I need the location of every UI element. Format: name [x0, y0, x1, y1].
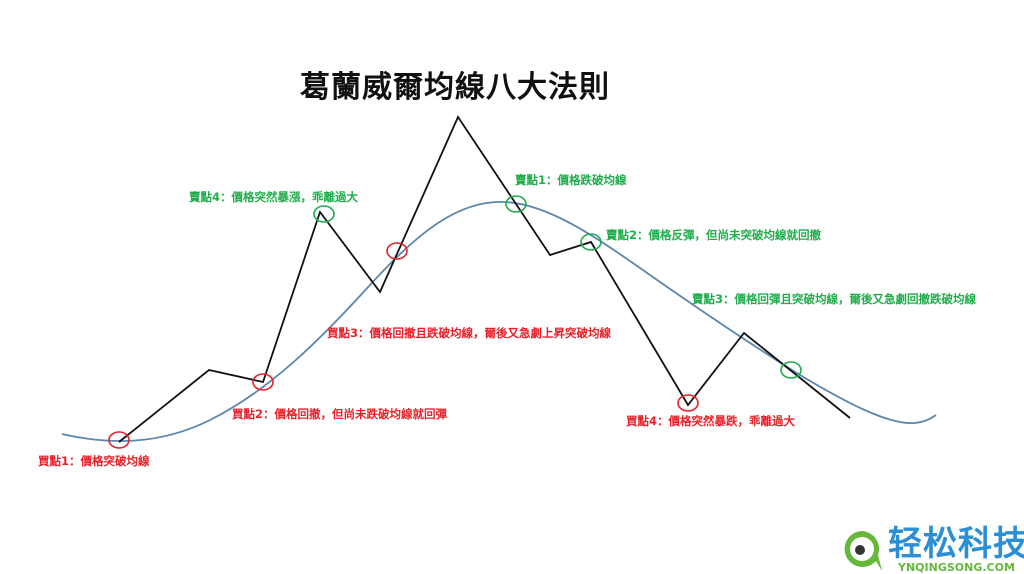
buy-point-2-marker — [252, 373, 274, 391]
buy-point-3-label: 買點3：價格回撤且跌破均線，爾後又急劇上昇突破均線 — [327, 326, 611, 340]
eye-logo-icon — [844, 531, 882, 571]
moving-average-curve — [61, 201, 937, 442]
logo-domain: YNQINGSONG.COM — [898, 561, 1015, 574]
buy-point-4-label: 買點4：價格突然暴跌，乖離過大 — [626, 414, 795, 428]
buy-point-1-marker — [108, 431, 130, 449]
sell-point-2-marker — [580, 233, 602, 251]
buy-point-2-label: 買點2：價格回撤，但尚未跌破均線就回彈 — [232, 407, 447, 421]
buy-point-1-label: 買點1：價格突破均線 — [38, 454, 150, 468]
watermark-logo: 轻松科技 YNQINGSONG.COM — [838, 525, 1024, 574]
sell-point-1-marker — [505, 195, 527, 213]
page-title: 葛蘭威爾均線八大法則 — [300, 70, 610, 105]
sell-point-3-marker — [780, 361, 802, 379]
price-line — [118, 115, 851, 443]
buy-point-3-marker — [386, 242, 408, 260]
sell-point-2-label: 賣點2：價格反彈，但尚未突破均線就回撤 — [606, 228, 821, 242]
logo-name: 轻松科技 — [888, 524, 1024, 564]
sell-point-1-label: 賣點1：價格跌破均線 — [515, 173, 627, 187]
sell-point-4-label: 賣點4：價格突然暴漲，乖離過大 — [189, 190, 358, 204]
sell-point-3-label: 賣點3：價格回彈且突破均線，爾後又急劇回撤跌破均線 — [692, 292, 976, 306]
buy-point-4-marker — [677, 394, 699, 412]
sell-point-4-marker — [313, 205, 335, 223]
